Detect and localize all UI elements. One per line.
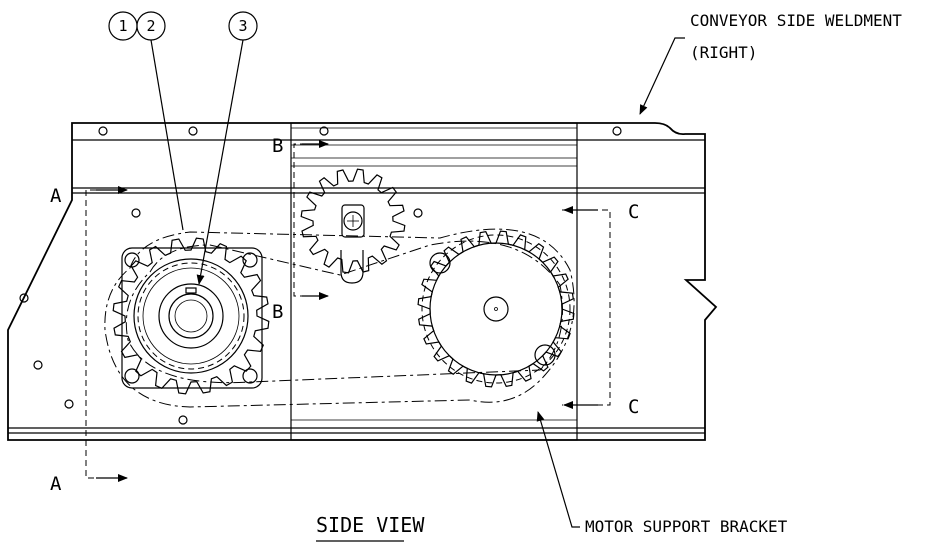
balloon-3-label: 3 xyxy=(238,17,247,35)
conveyor-side-label-line1: CONVEYOR SIDE WELDMENT xyxy=(690,11,902,30)
motor-support-bracket xyxy=(290,122,578,441)
section-line-c: C C xyxy=(562,201,639,418)
balloon-1-label: 1 xyxy=(118,17,127,35)
section-line-a: A A xyxy=(50,185,128,495)
leader-line-2 xyxy=(150,39,184,231)
section-label-a-top: A xyxy=(50,185,62,207)
drive-chain xyxy=(104,228,575,408)
balloon-callouts: 1 2 3 xyxy=(108,11,258,285)
section-label-b-bottom: B xyxy=(272,301,283,323)
section-line-b: B B xyxy=(272,135,329,323)
balloon-2-label: 2 xyxy=(146,17,155,35)
mounting-holes xyxy=(19,126,622,425)
view-title-text: SIDE VIEW xyxy=(316,513,425,537)
motor-support-bracket-label: MOTOR SUPPORT BRACKET xyxy=(585,517,788,536)
driven-sprocket-assembly xyxy=(112,237,270,395)
motor-support-bracket-callout: MOTOR SUPPORT BRACKET xyxy=(536,411,788,536)
drive-sprocket xyxy=(417,230,575,388)
section-label-a-bottom: A xyxy=(50,473,62,495)
conveyor-side-callout: CONVEYOR SIDE WELDMENT (RIGHT) xyxy=(639,11,902,115)
idler-sprocket xyxy=(300,168,406,284)
section-label-c-bottom: C xyxy=(628,396,639,418)
view-title: SIDE VIEW xyxy=(316,513,425,542)
conveyor-side-label-line2: (RIGHT) xyxy=(690,43,757,62)
conveyor-side-weldment xyxy=(7,122,718,441)
section-label-c-top: C xyxy=(628,201,639,223)
section-label-b-top: B xyxy=(272,135,283,157)
leader-line-3 xyxy=(196,39,244,285)
